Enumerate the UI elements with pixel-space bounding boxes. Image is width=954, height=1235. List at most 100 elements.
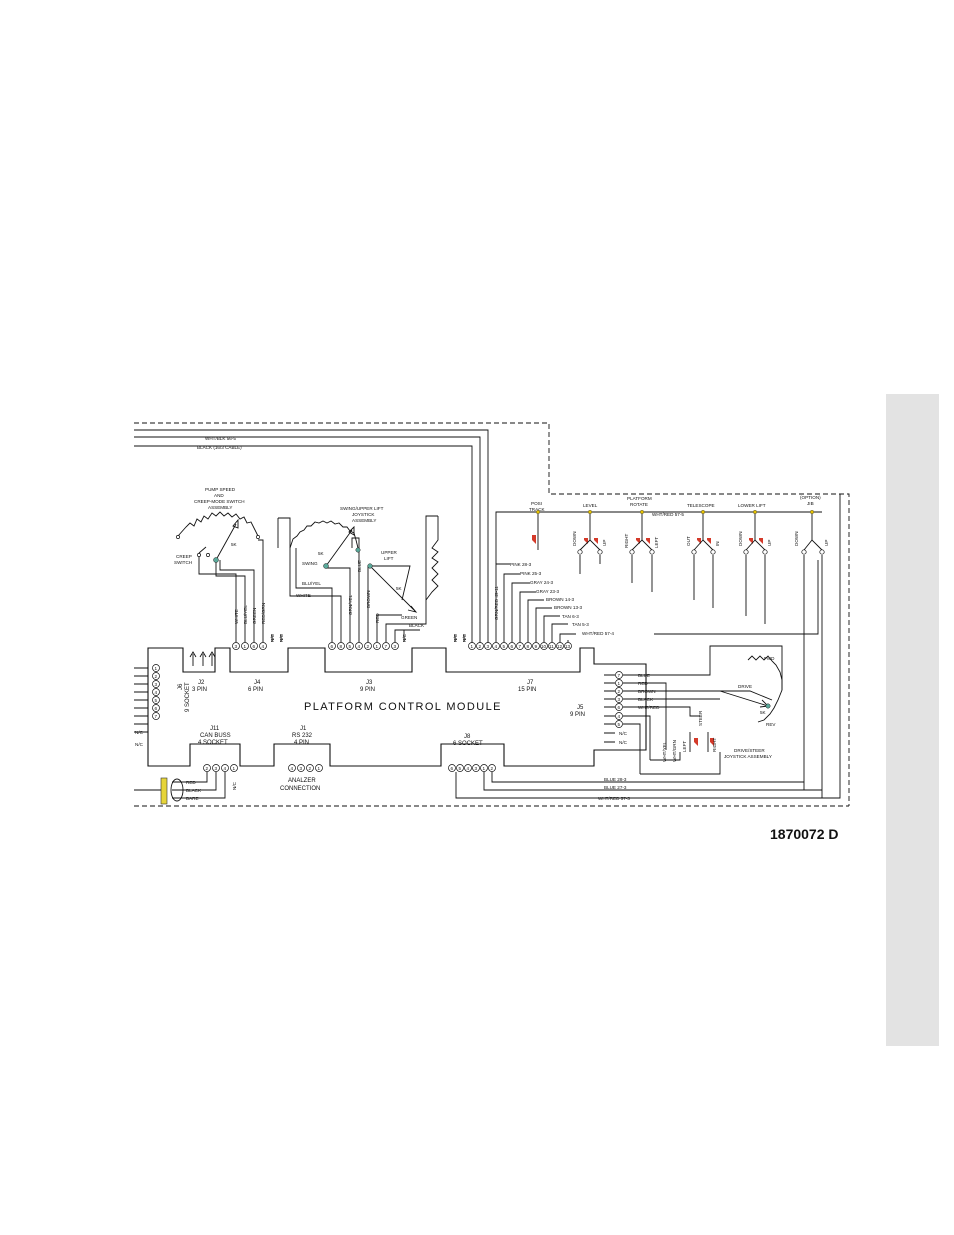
svg-text:3: 3	[300, 766, 303, 771]
svg-text:POSI: POSI	[531, 501, 542, 506]
document-number: 1870072 D	[770, 826, 839, 842]
svg-text:BLU/YEL: BLU/YEL	[243, 605, 248, 624]
svg-text:BLUE 27-3: BLUE 27-3	[604, 785, 627, 790]
j6-spec: 9 SOCKET	[185, 682, 191, 712]
svg-text:1: 1	[376, 644, 379, 649]
svg-text:CREEP-MODE SWITCH: CREEP-MODE SWITCH	[194, 499, 245, 504]
svg-text:5: 5	[155, 698, 158, 703]
svg-text:WHT/RED: WHT/RED	[638, 705, 660, 710]
svg-text:2: 2	[491, 766, 494, 771]
j1-connector: 4 3 2 1 ANALZER CONNECTION	[280, 764, 323, 792]
svg-text:WHITE: WHITE	[234, 609, 239, 624]
svg-text:2: 2	[206, 766, 209, 771]
svg-text:3: 3	[487, 644, 490, 649]
j4-label: J4	[254, 680, 261, 686]
svg-text:PINK 25-3: PINK 25-3	[520, 571, 542, 576]
svg-text:BLU/YEL: BLU/YEL	[302, 581, 321, 586]
svg-text:CONNECTION: CONNECTION	[280, 786, 320, 792]
svg-text:PINK 28-3: PINK 28-3	[510, 562, 532, 567]
j4-spec: 6 PIN	[248, 687, 263, 693]
svg-text:5K: 5K	[760, 710, 767, 715]
svg-text:2: 2	[618, 689, 621, 694]
svg-text:1: 1	[244, 644, 247, 649]
svg-text:N/C: N/C	[462, 633, 467, 642]
j3-connector: 6 8 5 4 2 1 7 3 BLU/YEL WHITE GRN/YEL BL…	[278, 515, 438, 650]
svg-text:N/C: N/C	[619, 740, 628, 745]
svg-text:AND: AND	[214, 493, 224, 498]
j1-sub: 4 PIN	[294, 740, 309, 746]
cable-shield	[160, 777, 168, 805]
svg-text:7: 7	[519, 644, 522, 649]
svg-text:N/C: N/C	[402, 633, 407, 642]
svg-text:4: 4	[291, 766, 294, 771]
svg-text:WHT/GRN: WHT/GRN	[672, 740, 677, 762]
svg-text:OUT: OUT	[686, 536, 691, 546]
svg-text:SWING/UPPER LIFT: SWING/UPPER LIFT	[340, 506, 384, 511]
svg-text:4: 4	[495, 644, 498, 649]
svg-text:4: 4	[224, 766, 227, 771]
j1-label: J1	[300, 726, 307, 732]
svg-text:JOYSTICK: JOYSTICK	[352, 512, 375, 517]
svg-text:9: 9	[535, 644, 538, 649]
svg-text:4: 4	[618, 714, 621, 719]
svg-text:1: 1	[233, 766, 236, 771]
svg-text:11: 11	[549, 644, 554, 649]
svg-text:N/C: N/C	[453, 633, 458, 642]
svg-text:4: 4	[262, 644, 265, 649]
svg-text:BLACK: BLACK	[638, 697, 654, 702]
svg-text:RED: RED	[186, 780, 196, 785]
svg-text:BROWN: BROWN	[638, 689, 656, 694]
svg-text:N/C: N/C	[135, 742, 144, 747]
j8-connector: 6 5 4 3 1 2 BLUE 28-3 BLUE 27-3 WHT/RED …	[448, 494, 841, 801]
svg-text:ROTATE: ROTATE	[630, 502, 648, 507]
svg-text:ASSEMBLY: ASSEMBLY	[352, 518, 376, 523]
svg-text:REV: REV	[766, 722, 776, 727]
svg-text:TRACK: TRACK	[529, 507, 546, 512]
svg-text:N/C: N/C	[279, 633, 284, 642]
svg-text:N/C: N/C	[232, 781, 237, 790]
j2-label: J2	[198, 680, 205, 686]
svg-text:IN: IN	[715, 541, 720, 546]
svg-text:DOWN: DOWN	[794, 531, 799, 546]
svg-text:BLUE 28-3: BLUE 28-3	[604, 777, 627, 782]
boundary-line	[134, 422, 850, 807]
pump-speed-assembly: PUMP SPEED AND CREEP-MODE SWITCH ASSEMBL…	[174, 487, 260, 565]
j11-spec: CAN BUSS	[200, 733, 231, 739]
j2-spec: 3 PIN	[192, 687, 207, 693]
svg-text:1: 1	[618, 681, 621, 686]
svg-text:BROWN 14-3: BROWN 14-3	[546, 597, 575, 602]
svg-text:1: 1	[471, 644, 474, 649]
svg-text:BARE: BARE	[186, 796, 199, 801]
svg-text:RED: RED	[375, 613, 380, 623]
svg-text:UP: UP	[824, 540, 829, 546]
svg-text:SWITCH: SWITCH	[174, 560, 192, 565]
svg-text:LOWER LIFT: LOWER LIFT	[738, 503, 766, 508]
j7-connector: N/C N/C 1 2 3 4 5 6 7 8 9 10 11 12 13 GR…	[453, 562, 614, 650]
svg-text:3: 3	[155, 682, 158, 687]
svg-text:STEER: STEER	[698, 710, 703, 726]
svg-text:DOWN: DOWN	[572, 531, 577, 546]
j11-label: J11	[210, 726, 220, 732]
drive-joystick-assembly: FWD DRIVE 5K REV STEER LEFT RIGHT DRIVE/…	[640, 655, 783, 775]
svg-text:5K: 5K	[396, 586, 403, 591]
svg-text:DRIVE: DRIVE	[738, 684, 752, 689]
svg-text:N/C: N/C	[270, 633, 275, 642]
svg-text:JIB: JIB	[807, 501, 814, 506]
svg-text:1: 1	[318, 766, 321, 771]
svg-text:GRN/RED 49-11: GRN/RED 49-11	[494, 586, 499, 620]
j8-label: J8	[464, 734, 471, 740]
j4-connector: 3 1 6 4 WHITE BLU/YEL GREEN RED/GRN N/C …	[198, 539, 284, 650]
svg-text:BLUE: BLUE	[357, 560, 362, 572]
svg-text:8: 8	[340, 644, 343, 649]
svg-text:3: 3	[475, 766, 478, 771]
svg-text:2: 2	[367, 644, 370, 649]
svg-text:ANALZER: ANALZER	[288, 778, 316, 784]
j6-connector: 1 2 3 4 5 6 7 N/C N/C	[134, 664, 160, 747]
svg-text:7: 7	[155, 714, 158, 719]
svg-text:5: 5	[618, 722, 621, 727]
svg-text:5K: 5K	[231, 542, 238, 547]
svg-text:6: 6	[511, 644, 514, 649]
svg-text:JOYSTICK ASSEMBLY: JOYSTICK ASSEMBLY	[724, 754, 772, 759]
svg-text:7: 7	[618, 673, 621, 678]
svg-text:GREEN: GREEN	[252, 608, 257, 624]
